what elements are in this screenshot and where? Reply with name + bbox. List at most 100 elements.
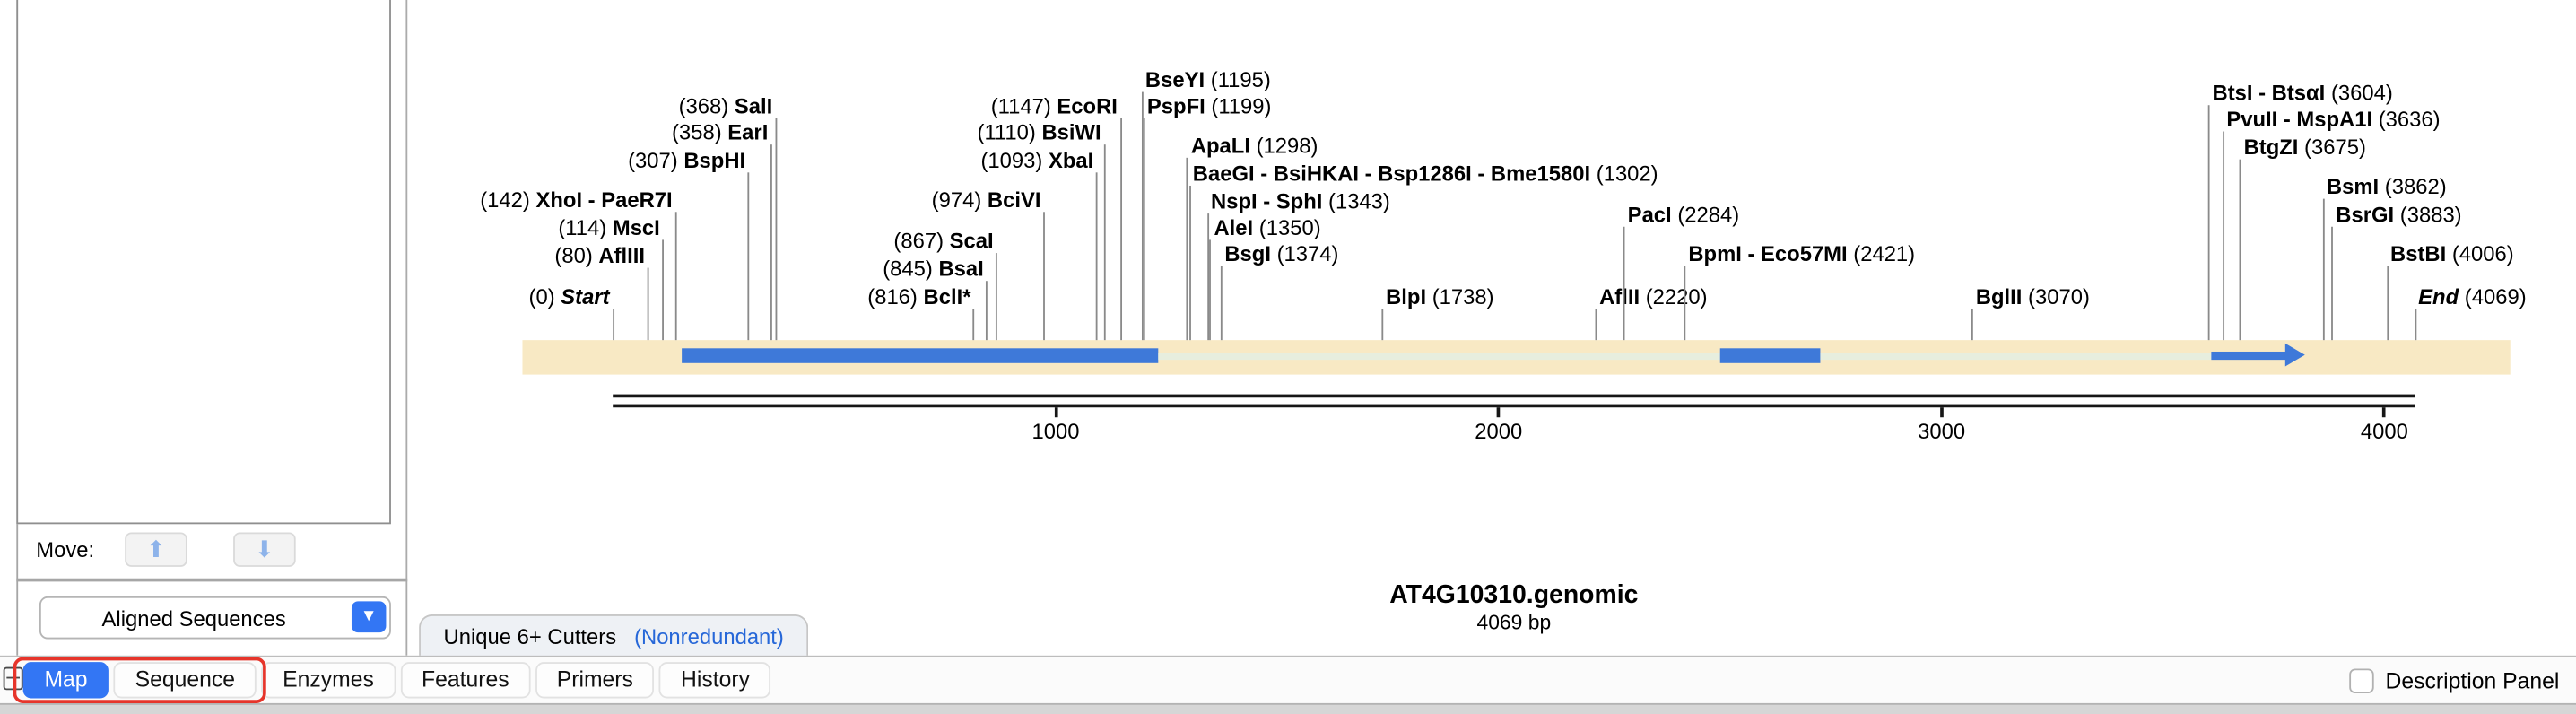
enzyme-site-label[interactable]: (867) ScaI [893, 229, 993, 253]
aligned-sequences-dropdown[interactable]: Aligned Sequences ▾ [39, 596, 391, 640]
tab-map[interactable]: Map [22, 662, 109, 699]
enzyme-name: XhoI - PaeR7I [535, 187, 673, 213]
description-panel-checkbox[interactable] [2349, 668, 2374, 693]
enzyme-site-label[interactable]: (974) BciVI [932, 187, 1041, 212]
feature-arrow-line[interactable] [2211, 351, 2287, 360]
enzyme-site-label[interactable]: AflII (2220) [1599, 284, 1707, 309]
enzyme-site-label[interactable]: NspI - SphI (1343) [1211, 189, 1390, 213]
enzyme-site-label[interactable]: BseYI (1195) [1145, 67, 1271, 91]
enzyme-name: BtsI - BtsαI [2212, 80, 2326, 106]
enzyme-leader-line [2222, 131, 2224, 341]
move-down-button[interactable]: ⬇ [233, 532, 296, 567]
tab-sequence[interactable]: Sequence [113, 662, 257, 699]
enzyme-position: (1195) [1210, 67, 1271, 92]
enzyme-site-label[interactable]: (142) XhoI - PaeR7I [480, 187, 672, 212]
enzyme-leader-line [662, 239, 665, 341]
enzyme-site-label[interactable]: AleI (1350) [1214, 215, 1320, 239]
enzyme-position: (1298) [1256, 133, 1318, 158]
enzyme-leader-line [2414, 309, 2416, 341]
feature-exon[interactable] [681, 348, 1158, 362]
enzyme-site-label[interactable]: BtsI - BtsαI (3604) [2213, 81, 2393, 105]
ruler-tick-label: 1000 [1031, 419, 1080, 444]
dropdown-button[interactable]: ▾ [351, 601, 387, 633]
enzyme-site-label[interactable]: BlpI (1738) [1386, 284, 1493, 309]
ruler-tick [2382, 407, 2387, 418]
enzyme-position: (0) [528, 283, 555, 309]
enzyme-position: (3636) [2378, 107, 2441, 132]
feature-exon[interactable] [1719, 348, 1821, 362]
enzyme-site-label[interactable]: PvuII - MspA1I (3636) [2226, 107, 2440, 131]
enzyme-leader-line [1188, 185, 1191, 341]
enzyme-site-label[interactable]: ApaLI (1298) [1191, 133, 1318, 157]
enzyme-name: ApaLI [1190, 133, 1250, 158]
sidebar-separator [16, 578, 408, 581]
enzyme-name: EarI [727, 119, 769, 145]
enzyme-leader-line [1220, 266, 1223, 341]
enzyme-leader-line [774, 118, 777, 341]
enzyme-site-label[interactable]: End (4069) [2418, 284, 2526, 309]
move-label: Move: [36, 536, 95, 562]
enzyme-position: (80) [554, 243, 593, 268]
move-up-button[interactable]: ⬆ [125, 532, 187, 567]
enzyme-name: BlpI [1386, 283, 1427, 309]
tab-features[interactable]: Features [400, 662, 531, 699]
enzyme-leader-line [612, 309, 614, 341]
enzyme-name: SalI [734, 93, 773, 118]
enzyme-site-label[interactable]: PacI (2284) [1628, 202, 1739, 226]
enzyme-position: (1199) [1211, 93, 1272, 118]
enzyme-site-label[interactable]: (0) Start [529, 284, 610, 309]
enzyme-site-label[interactable]: BstBI (4006) [2390, 241, 2514, 266]
panel-divider [405, 0, 408, 656]
sequence-ruler [613, 394, 2415, 408]
enzyme-position: (3862) [2384, 174, 2447, 199]
enzyme-site-label[interactable]: BglII (3070) [1976, 284, 2090, 309]
enzyme-site-label[interactable]: BsgI (1374) [1224, 241, 1338, 266]
enzyme-site-label[interactable]: (1147) EcoRI [991, 93, 1118, 118]
enzyme-name: PacI [1627, 202, 1672, 227]
enzyme-position: (1374) [1276, 241, 1339, 266]
enzyme-site-label[interactable]: (1093) XbaI [980, 148, 1093, 172]
enzyme-site-label[interactable]: BaeGI - BsiHKAI - Bsp1286I - Bme1580I (1… [1193, 161, 1658, 185]
enzyme-leader-line [973, 309, 976, 341]
enzyme-position: (142) [480, 187, 530, 213]
enzyme-site-label[interactable]: PspFI (1199) [1147, 93, 1272, 118]
tab-enzymes[interactable]: Enzymes [261, 662, 396, 699]
enzyme-leader-line [1623, 226, 1625, 341]
enzyme-site-label[interactable]: (368) SalI [679, 93, 773, 118]
enzyme-leader-line [1187, 157, 1189, 341]
enzyme-position: (974) [931, 187, 982, 213]
enzyme-leader-line [747, 172, 750, 341]
enzyme-name: NspI - SphI [1211, 188, 1323, 214]
enzyme-site-label[interactable]: BtgZI (3675) [2244, 135, 2366, 159]
enzyme-position: (2284) [1677, 202, 1740, 227]
enzyme-site-label[interactable]: (80) AflIII [554, 243, 645, 267]
enzyme-leader-line [2207, 105, 2210, 341]
enzyme-site-label[interactable]: (816) BclI* [867, 284, 970, 309]
enzyme-site-label[interactable]: (358) EarI [672, 120, 768, 144]
enzyme-site-label[interactable]: (845) BsaI [883, 257, 984, 281]
enzyme-name: AflII [1599, 283, 1640, 309]
enzyme-position: (368) [678, 93, 729, 118]
tab-primers[interactable]: Primers [535, 662, 655, 699]
enzyme-site-label[interactable]: (1110) BsiWI [978, 120, 1101, 144]
enzyme-position: (816) [867, 283, 918, 309]
enzyme-position: (114) [558, 214, 607, 240]
enzyme-name: BglII [1975, 283, 2023, 309]
aligned-sequences-label: Aligned Sequences [101, 605, 286, 631]
cutters-tab[interactable]: Unique 6+ Cutters (Nonredundant) [419, 614, 809, 657]
enzyme-position: (2421) [1853, 241, 1916, 266]
panel-toggle-icon[interactable] [3, 666, 23, 691]
enzyme-position: (845) [883, 256, 933, 282]
enzyme-site-label[interactable]: (307) BspHI [628, 148, 745, 172]
enzyme-site-label[interactable]: BpmI - Eco57MI (2421) [1688, 241, 1915, 266]
enzyme-site-label[interactable]: (114) MscI [558, 215, 659, 239]
feature-intron [1820, 353, 2212, 360]
ruler-tick-label: 3000 [1918, 419, 1966, 444]
enzyme-site-label[interactable]: BsmI (3862) [2327, 174, 2447, 198]
enzyme-name: BpmI - Eco57MI [1688, 241, 1848, 266]
enzyme-site-label[interactable]: BsrGI (3883) [2336, 202, 2461, 226]
tab-history[interactable]: History [659, 662, 771, 699]
enzyme-name: BclI* [923, 283, 971, 309]
